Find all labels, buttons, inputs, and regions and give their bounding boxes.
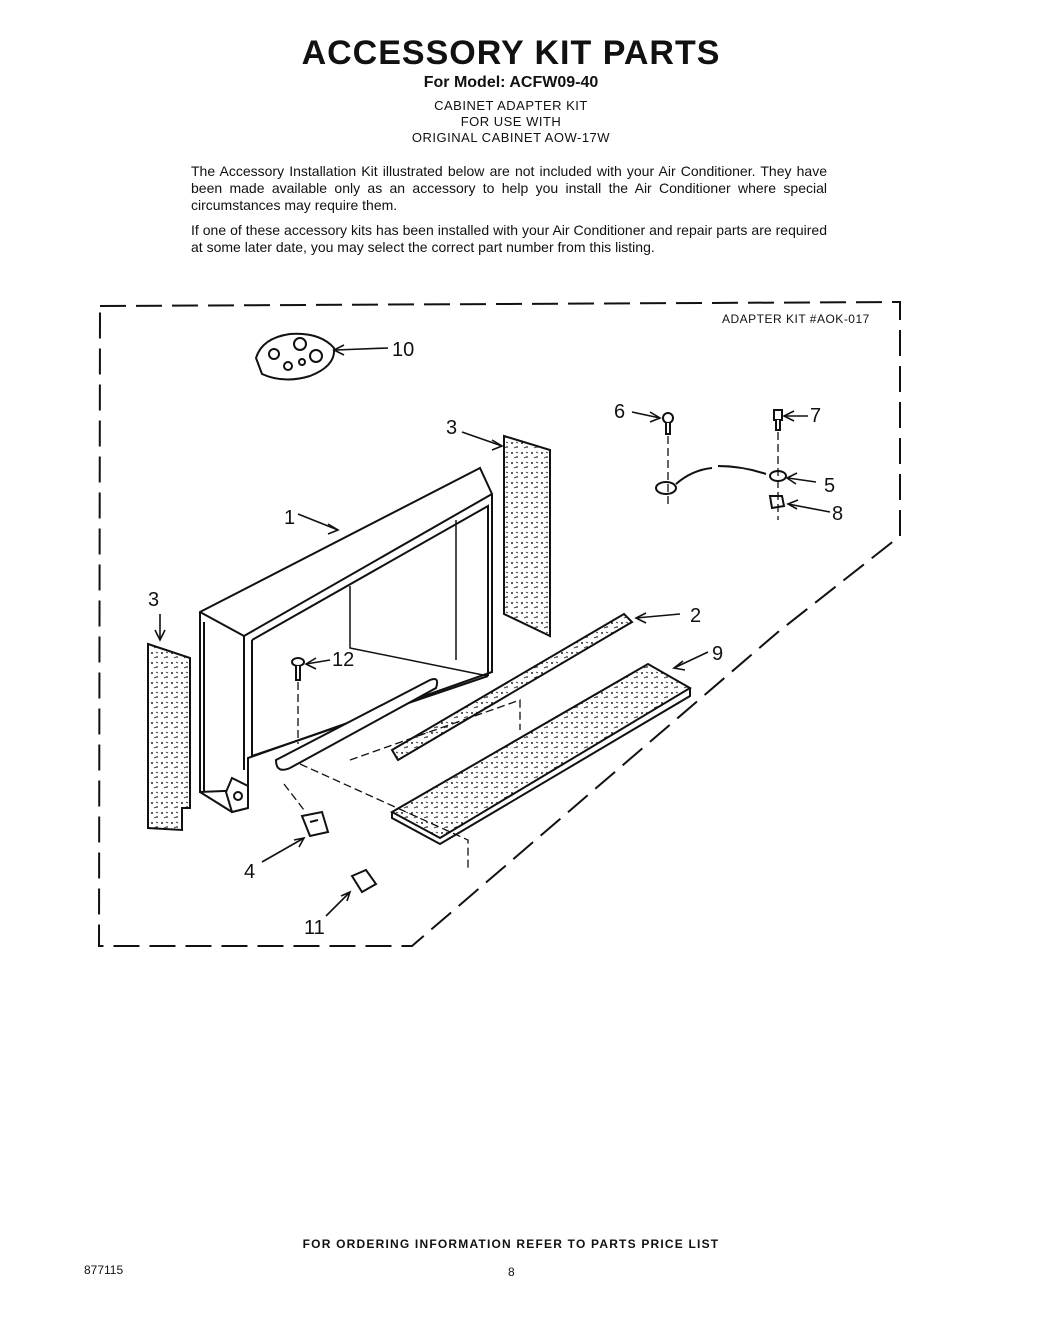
callout-9: 9 [712,643,723,665]
callout-11: 11 [304,917,325,939]
callout-3-left: 3 [148,589,159,611]
callout-6: 6 [614,401,625,423]
callout-10: 10 [392,339,414,361]
model-number: For Model: ACFW09-40 [423,74,599,91]
adapter-kit-label: ADAPTER KIT #AOK-017 [722,312,870,326]
callout-12: 12 [332,649,354,671]
intro-paragraph-2: If one of these accessory kits has been … [191,222,827,255]
bracket-part-11 [350,868,378,894]
clip-part-4 [300,810,330,838]
callout-4: 4 [244,861,255,883]
foam-strip-part-3-right [503,434,551,638]
exploded-parts-diagram: 10 3 1 2 9 6 7 5 8 3 12 4 11 [97,300,901,947]
kit-line-2: FOR USE WITH [460,114,562,129]
callout-5: 5 [824,475,835,497]
hardware-bag-part-10 [254,332,336,381]
page-number: 8 [508,1265,515,1279]
ground-wire-assembly [655,409,787,510]
document-number: 877115 [84,1263,124,1277]
kit-line-3: ORIGINAL CABINET AOW-17W [411,130,611,145]
callout-2: 2 [690,605,701,627]
callout-1: 1 [284,507,295,529]
page-title: ACCESSORY KIT PARTS [301,34,721,72]
callout-7: 7 [810,405,821,427]
callout-8: 8 [832,503,843,525]
callout-3-top: 3 [446,417,457,439]
ordering-note: FOR ORDERING INFORMATION REFER TO PARTS … [302,1237,720,1251]
kit-boundary [97,300,901,947]
kit-line-1: CABINET ADAPTER KIT [434,98,588,113]
foam-strip-part-3-left [147,642,191,832]
screw-part-12 [291,657,305,681]
intro-paragraph-1: The Accessory Installation Kit illustrat… [191,163,827,213]
cabinet-adapter-frame-part-1 [199,466,493,814]
